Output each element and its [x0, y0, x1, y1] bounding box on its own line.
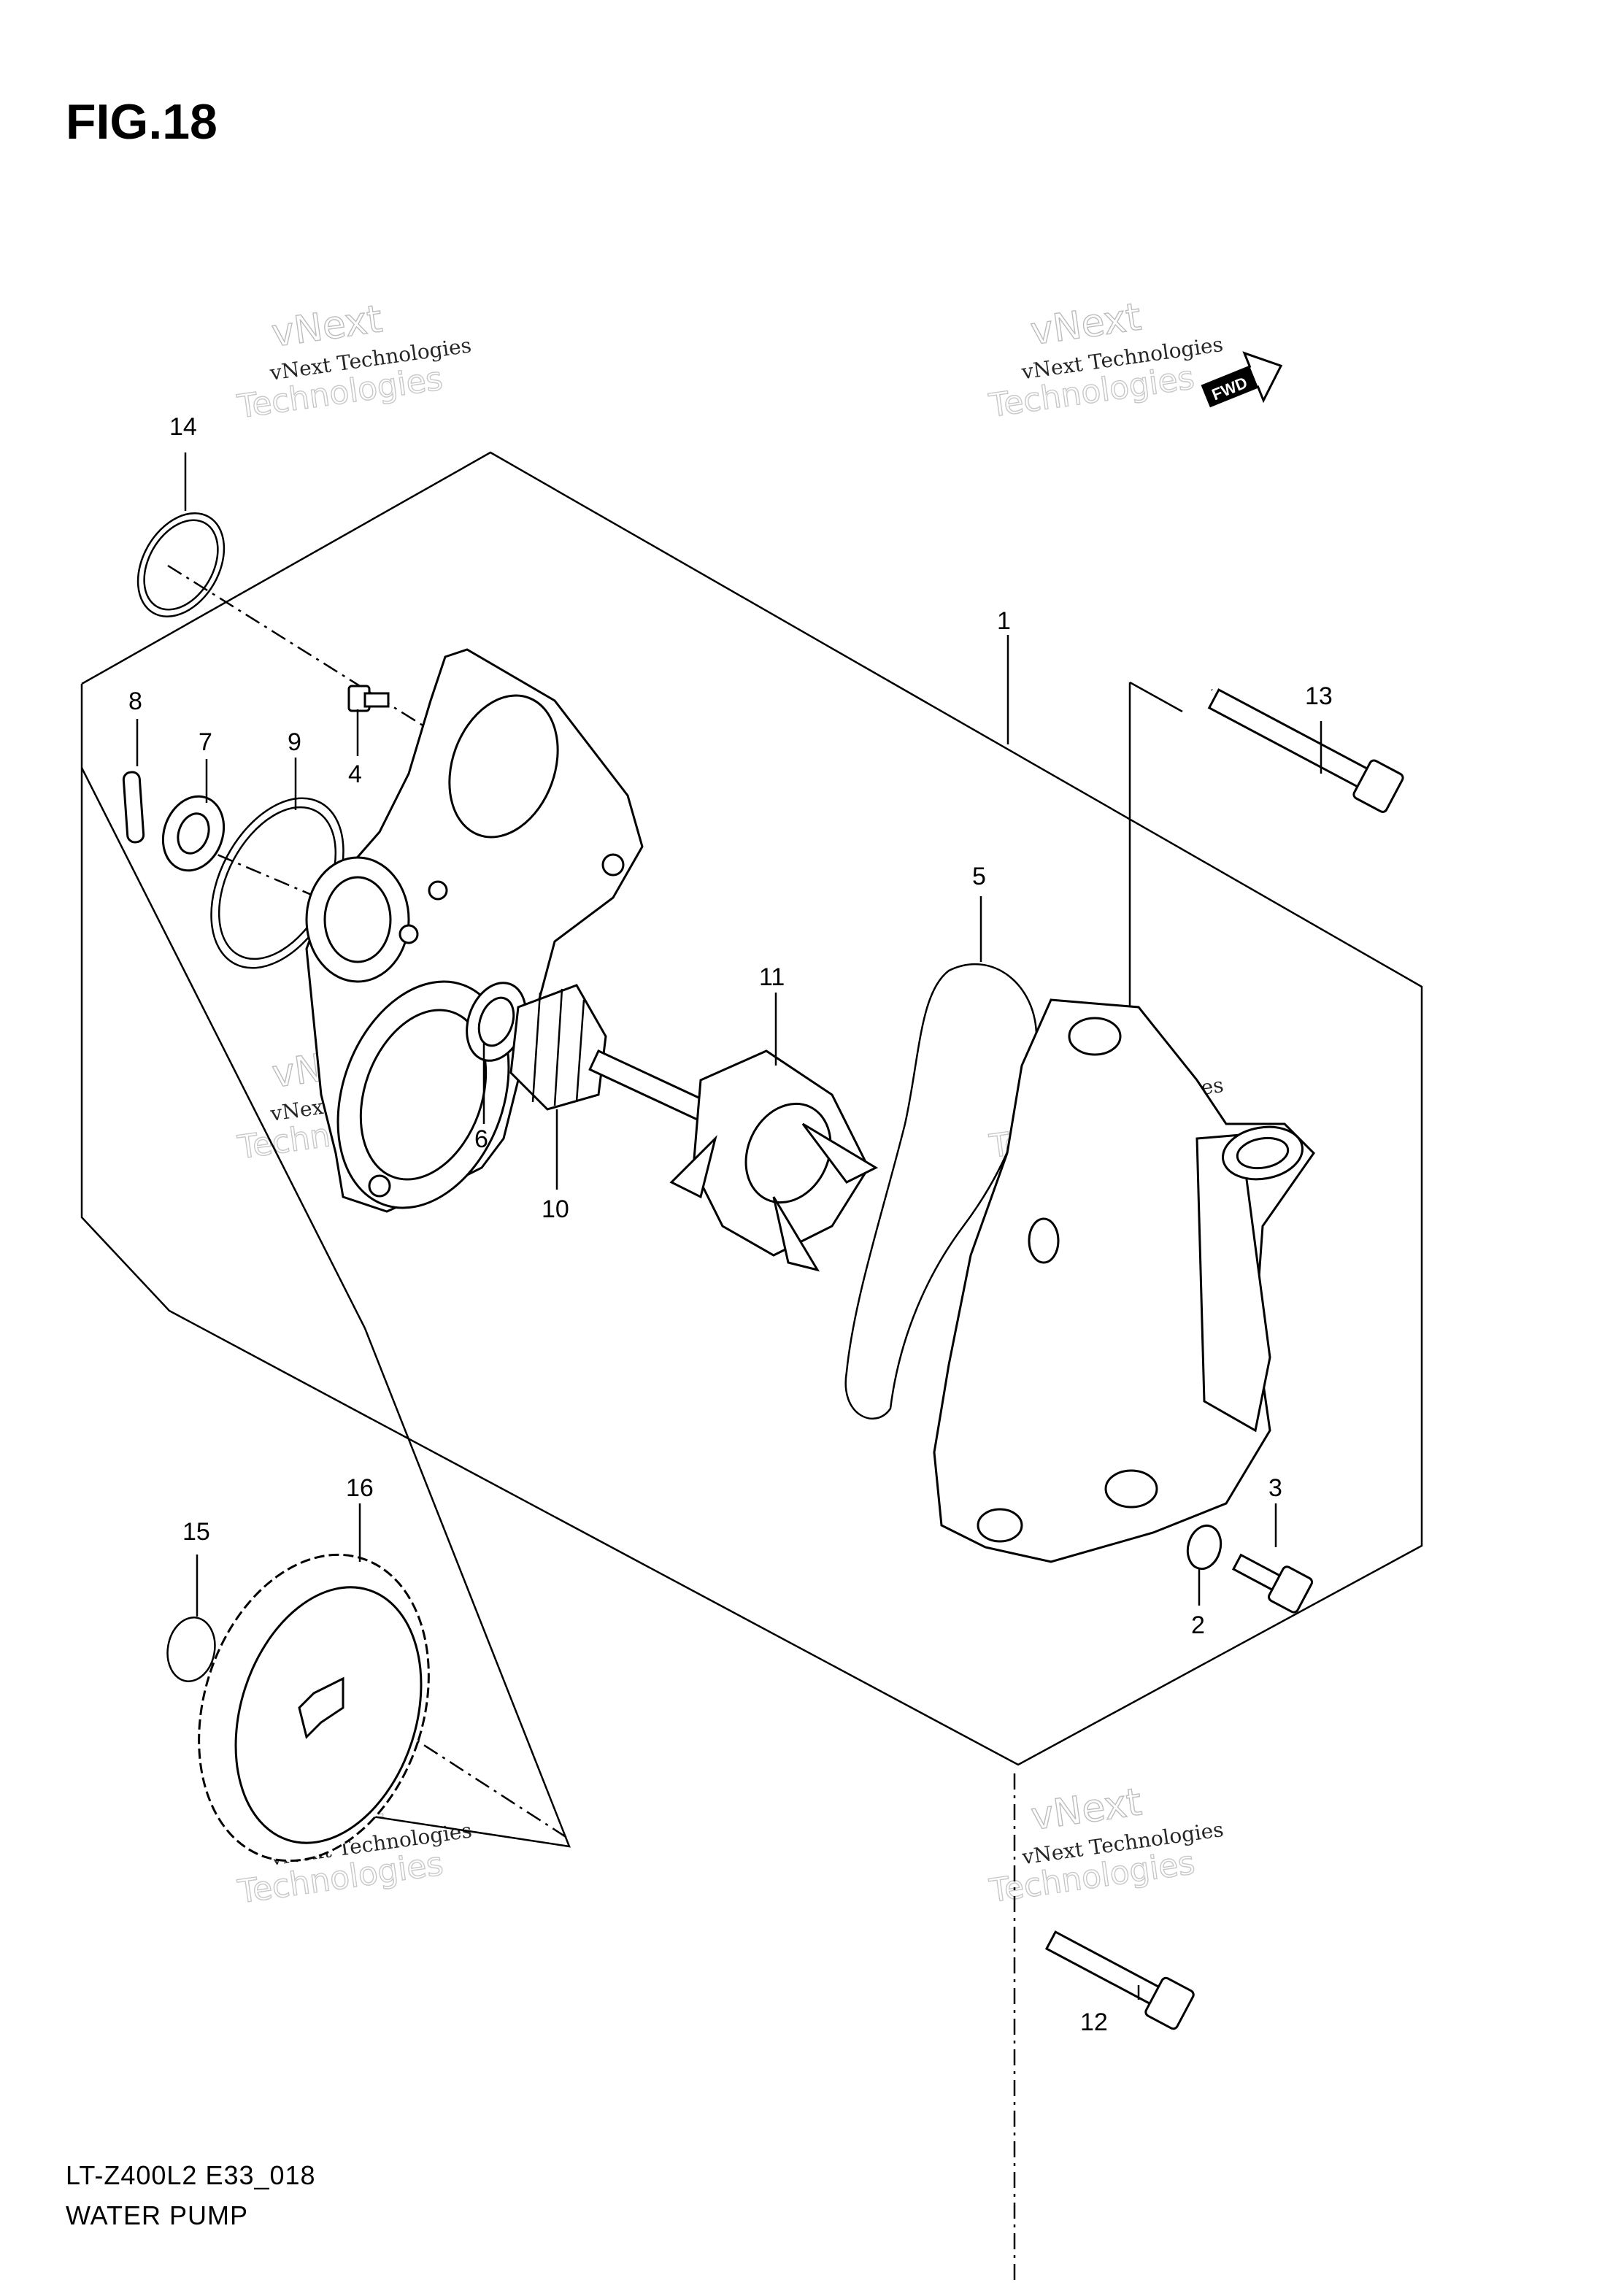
axis-line	[189, 841, 388, 928]
callout-2: 2	[1191, 1611, 1205, 1639]
callout-3: 3	[1268, 1474, 1282, 1502]
assembly-outline-diagonal	[80, 767, 366, 1329]
callout-5: 5	[972, 863, 986, 890]
callout-4: 4	[348, 760, 362, 788]
bolt-4	[347, 685, 390, 712]
callout-13: 13	[1305, 682, 1333, 710]
callout-6: 6	[474, 1125, 488, 1153]
callout-16: 16	[346, 1474, 374, 1502]
callout-11: 11	[759, 963, 785, 991]
model-code: LT-Z400L2 E33_018	[66, 2160, 316, 2190]
gear-16	[198, 1553, 430, 1862]
washer-7-hole	[177, 812, 210, 855]
pump-cover	[305, 648, 644, 1213]
o-ring-14-inner	[143, 519, 219, 611]
bolt-13	[1207, 688, 1404, 813]
figure-name: WATER PUMP	[66, 2200, 248, 2230]
callout-10: 10	[542, 1195, 569, 1223]
callout-15: 15	[182, 1518, 210, 1546]
watermark-group-2: vNext Technologies vNext Technologies	[986, 295, 1225, 425]
pump-case	[933, 998, 1315, 1563]
axis-line	[320, 1677, 570, 1841]
mechanical-seal-10	[509, 984, 607, 1111]
oil-seal-6-inner	[477, 996, 515, 1047]
figure-title: FIG.18	[66, 94, 217, 150]
callout-1: 1	[997, 607, 1011, 635]
o-ring-14	[136, 512, 226, 618]
callout-14: 14	[169, 413, 197, 441]
callout-7: 7	[199, 728, 212, 756]
washer-2	[1186, 1524, 1223, 1571]
watermark-group-1: vNext Technologies vNext Technologies	[234, 297, 473, 427]
callout-9: 9	[288, 728, 301, 756]
bolt-3	[1231, 1553, 1314, 1614]
assembly-outline	[80, 451, 1423, 1766]
circlip-15	[166, 1617, 216, 1682]
callout-12: 12	[1080, 2008, 1108, 2036]
dowel-pin-8	[122, 771, 145, 844]
impeller-11	[588, 1049, 879, 1272]
bolt-12	[1044, 1930, 1195, 2030]
callout-8: 8	[128, 687, 142, 715]
assembly-outline-corner	[1129, 681, 1183, 713]
